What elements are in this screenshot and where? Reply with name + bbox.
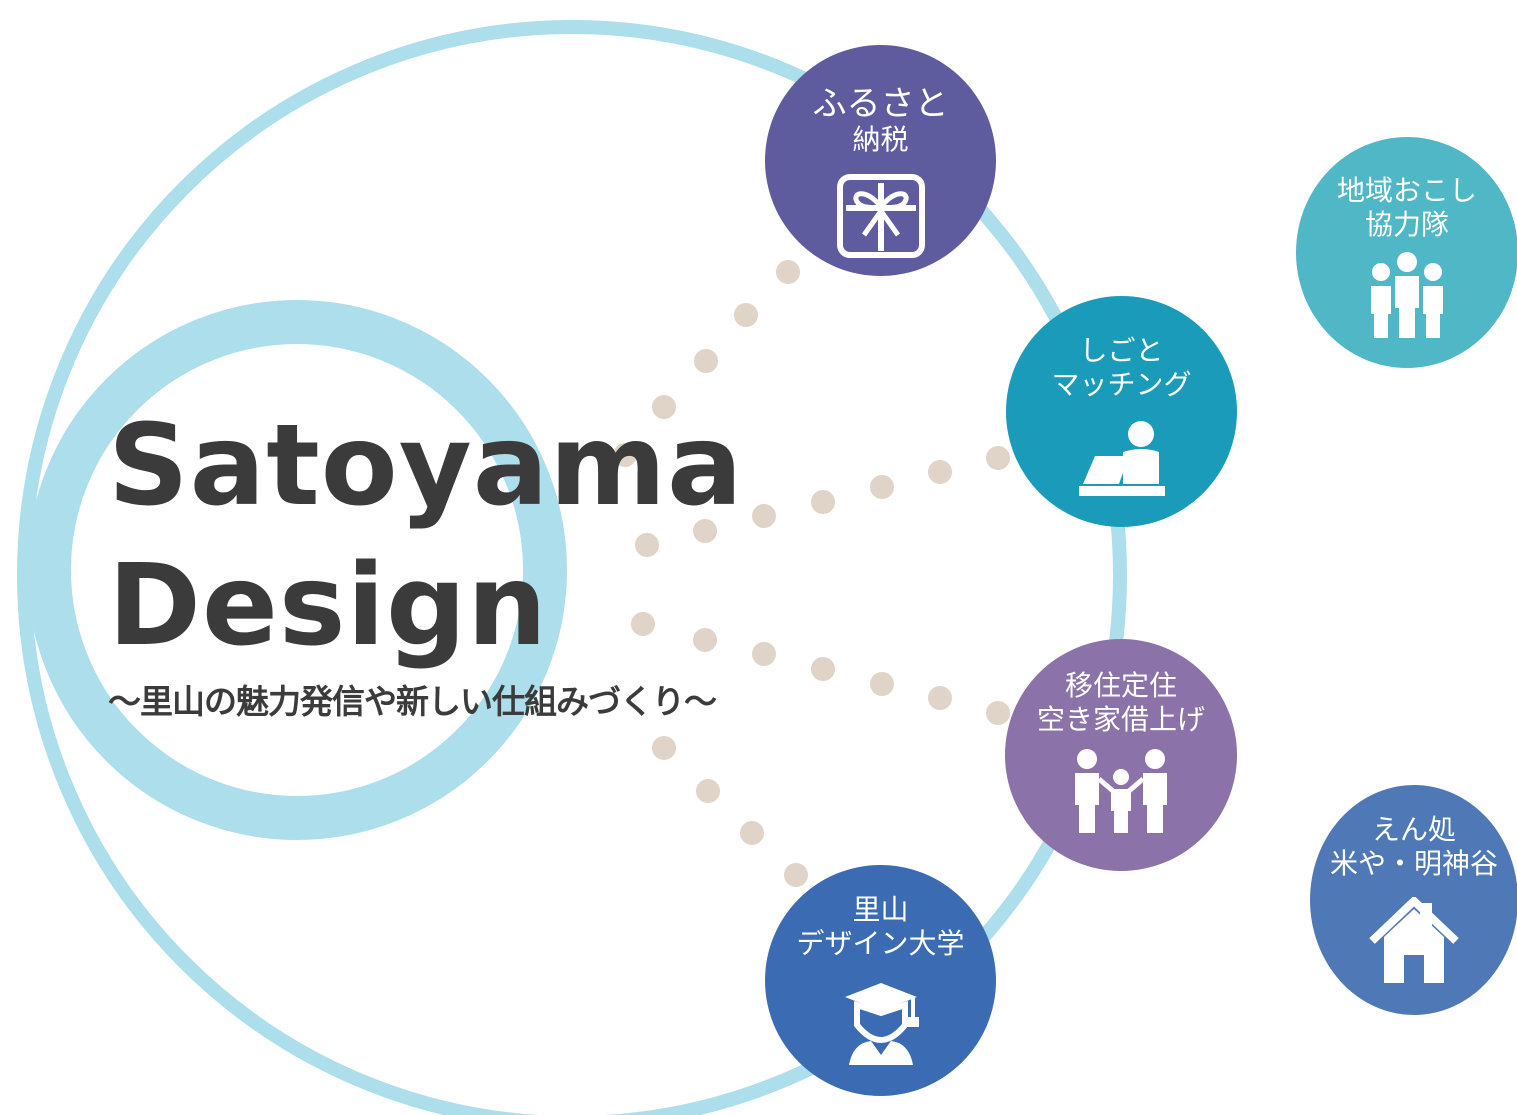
node-chiiki-okoshi[interactable]: 地域おこし 協力隊 xyxy=(1296,137,1517,368)
node-label-line2: マッチング xyxy=(1051,368,1192,401)
dot xyxy=(928,460,952,484)
node-label-line2: 米や・明神谷 xyxy=(1329,847,1498,880)
node-label-line2: 協力隊 xyxy=(1364,208,1449,241)
dot xyxy=(784,863,808,887)
dot xyxy=(928,686,952,710)
dot xyxy=(693,628,717,652)
node-endokoro-komeya[interactable]: えん処 米や・明神谷 xyxy=(1310,785,1517,1015)
dot-connectors xyxy=(613,260,1010,887)
house-icon xyxy=(1369,897,1459,983)
dot xyxy=(734,303,758,327)
dot xyxy=(696,779,720,803)
dot xyxy=(776,260,800,284)
title-line1: Satoyama xyxy=(108,401,744,531)
dot xyxy=(652,736,676,760)
person-at-laptop-icon xyxy=(1078,421,1165,496)
dot xyxy=(811,490,835,514)
subtitle: 〜里山の魅力発信や新しい仕組みづくり〜 xyxy=(108,682,717,721)
dot xyxy=(740,821,764,845)
node-label-line1: 移住定住 xyxy=(1064,669,1177,702)
gift-box-icon xyxy=(836,174,925,258)
node-label-line1: しごと xyxy=(1079,334,1164,367)
dot xyxy=(652,395,676,419)
dot xyxy=(693,519,717,543)
node-furusato-nouzei[interactable]: ふるさと 納税 xyxy=(765,45,996,276)
node-label-line1: 里山 xyxy=(852,893,909,926)
node-label-line2: デザイン大学 xyxy=(796,927,965,960)
dot xyxy=(811,657,835,681)
node-shigoto-matching[interactable]: しごと マッチング xyxy=(1006,296,1237,527)
dot xyxy=(613,443,637,467)
graduate-icon xyxy=(844,983,919,1065)
node-label-line1: 地域おこし xyxy=(1336,174,1477,207)
dot xyxy=(986,446,1010,470)
dot xyxy=(986,701,1010,725)
outer-ring xyxy=(17,20,1127,1115)
family-icon xyxy=(1075,749,1167,833)
dot xyxy=(752,504,776,528)
node-label-line1: えん処 xyxy=(1371,813,1456,846)
dot xyxy=(870,672,894,696)
node-label-line2: 納税 xyxy=(852,123,909,156)
dot xyxy=(752,642,776,666)
dot xyxy=(631,612,655,636)
dot xyxy=(870,475,894,499)
dot xyxy=(694,349,718,373)
node-satoyama-design-university[interactable]: 里山 デザイン大学 xyxy=(765,865,996,1096)
dot xyxy=(635,533,659,557)
title-line2: Design xyxy=(108,541,548,671)
node-label-line1: ふるさと xyxy=(812,84,949,124)
inner-ring xyxy=(27,300,567,840)
node-label-line2: 空き家借上げ xyxy=(1036,703,1205,736)
node-ijuu-teijuu[interactable]: 移住定住 空き家借上げ xyxy=(1005,639,1237,871)
group-people-icon xyxy=(1371,252,1443,338)
